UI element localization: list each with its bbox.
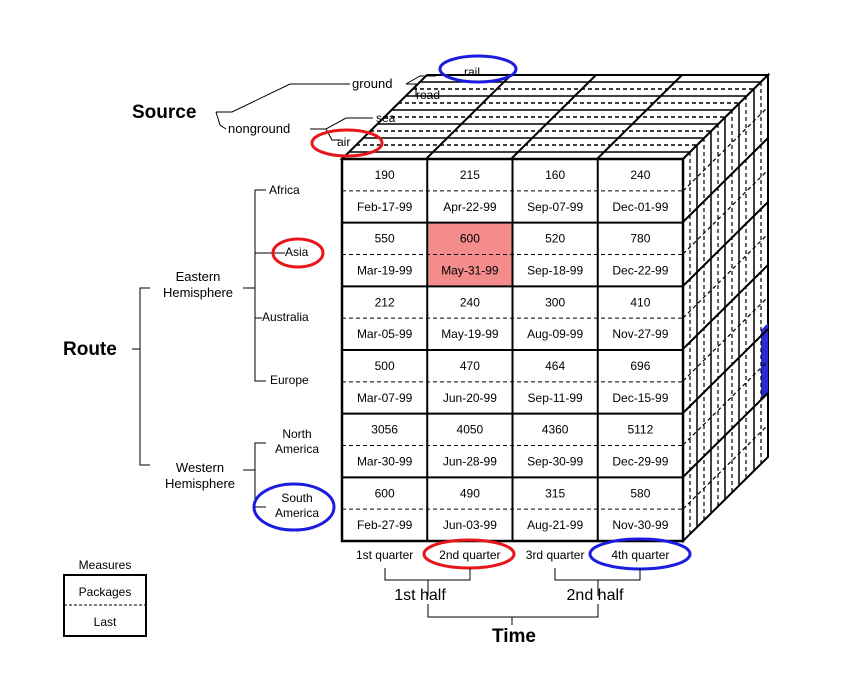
cell-packages-value: 500 bbox=[375, 359, 395, 373]
cell-last-date: Dec-01-99 bbox=[612, 200, 668, 214]
route-region-label: Australia bbox=[262, 310, 309, 324]
cell-packages-value: 600 bbox=[375, 486, 395, 500]
source-ground-label: ground bbox=[352, 76, 392, 91]
cell-packages-value: 160 bbox=[545, 168, 565, 182]
cell-last-date: May-31-99 bbox=[441, 264, 499, 278]
cell-last-date: Jun-03-99 bbox=[443, 518, 497, 532]
measures-legend: Measures Packages Last bbox=[63, 558, 147, 637]
air-highlight-ellipse bbox=[310, 128, 384, 158]
cell-last-date: Mar-07-99 bbox=[357, 391, 413, 405]
cell-packages-value: 5112 bbox=[627, 423, 653, 437]
q2-highlight-ellipse bbox=[422, 538, 516, 570]
source-title: Source bbox=[132, 102, 196, 123]
cell-last-date: Feb-27-99 bbox=[357, 518, 413, 532]
south-america-highlight-ellipse bbox=[252, 482, 336, 532]
cell-packages-value: 780 bbox=[630, 232, 650, 246]
cell-packages-value: 215 bbox=[460, 168, 480, 182]
cell-packages-value: 4050 bbox=[457, 423, 484, 437]
cell-last-date: Dec-15-99 bbox=[612, 391, 668, 405]
cell-packages-value: 300 bbox=[545, 295, 565, 309]
cell-last-date: Jun-28-99 bbox=[443, 455, 497, 469]
cell-last-date: Sep-11-99 bbox=[528, 391, 583, 405]
cell-packages-value: 190 bbox=[375, 168, 395, 182]
cell-packages-value: 470 bbox=[460, 359, 480, 373]
asia-highlight-ellipse bbox=[271, 237, 325, 269]
cell-packages-value: 490 bbox=[460, 486, 480, 500]
route-region-label: America bbox=[275, 506, 319, 520]
cell-last-date: Sep-18-99 bbox=[527, 264, 583, 278]
cell-packages-value: 580 bbox=[630, 486, 650, 500]
side-highlight-cell bbox=[761, 323, 768, 400]
time-dimension: 1st quarter 2nd quarter 3rd quarter 4th qua… bbox=[356, 537, 692, 647]
cell-last-date: Nov-27-99 bbox=[612, 327, 668, 341]
source-sea-label: sea bbox=[376, 111, 396, 125]
quarter-label: 1st quarter bbox=[356, 548, 413, 562]
cell-last-date: Dec-22-99 bbox=[612, 264, 668, 278]
route-region-label: Asia bbox=[285, 245, 309, 259]
source-air-label: air bbox=[337, 135, 350, 149]
cell-last-date: Dec-29-99 bbox=[612, 455, 668, 469]
cell-packages-value: 600 bbox=[460, 232, 480, 246]
source-rail-label: rail bbox=[464, 65, 480, 79]
quarter-label: 4th quarter bbox=[611, 548, 669, 562]
cell-packages-value: 410 bbox=[630, 295, 650, 309]
cell-packages-value: 520 bbox=[545, 232, 565, 246]
eastern-hemisphere-line1: Eastern bbox=[176, 269, 221, 284]
cell-last-date: Sep-07-99 bbox=[527, 200, 583, 214]
cell-last-date: Sep-30-99 bbox=[527, 455, 583, 469]
cell-packages-value: 240 bbox=[630, 168, 650, 182]
route-dimension: Route Eastern Hemisphere Western Hemisph… bbox=[63, 183, 336, 532]
half-1-label: 1st half bbox=[394, 587, 446, 604]
measure-packages: Packages bbox=[79, 585, 132, 599]
cell-last-date: May-19-99 bbox=[441, 327, 499, 341]
cell-packages-value: 4360 bbox=[542, 423, 569, 437]
quarter-label: 3rd quarter bbox=[526, 548, 585, 562]
cell-last-date: Apr-22-99 bbox=[443, 200, 497, 214]
route-region-label: South bbox=[281, 491, 312, 505]
rail-highlight-ellipse bbox=[438, 54, 518, 84]
western-hemisphere-line2: Hemisphere bbox=[165, 476, 235, 491]
cell-packages-value: 464 bbox=[545, 359, 565, 373]
cell-last-date: Jun-20-99 bbox=[443, 391, 497, 405]
western-hemisphere-line1: Western bbox=[176, 460, 224, 475]
source-dimension: Source ground nonground rail road sea ai… bbox=[132, 54, 518, 158]
cell-packages-value: 696 bbox=[630, 359, 650, 373]
eastern-hemisphere-line2: Hemisphere bbox=[163, 285, 233, 300]
cell-last-date: Feb-17-99 bbox=[357, 200, 413, 214]
route-region-label: North bbox=[282, 427, 311, 441]
cell-packages-value: 3056 bbox=[371, 423, 398, 437]
measure-last: Last bbox=[94, 615, 117, 629]
cell-packages-value: 550 bbox=[375, 232, 395, 246]
route-region-label: Africa bbox=[269, 183, 300, 197]
cell-packages-value: 315 bbox=[545, 486, 565, 500]
cell-packages-value: 212 bbox=[375, 295, 395, 309]
quarter-label: 2nd quarter bbox=[439, 548, 500, 562]
source-nonground-label: nonground bbox=[228, 121, 290, 136]
cell-last-date: Aug-21-99 bbox=[527, 518, 583, 532]
cell-last-date: Mar-19-99 bbox=[357, 264, 413, 278]
time-title: Time bbox=[492, 626, 536, 647]
cube-front-face: 190Feb-17-99215Apr-22-99160Sep-07-99240D… bbox=[340, 157, 685, 543]
route-region-label: Europe bbox=[270, 373, 309, 387]
source-road-label: road bbox=[416, 88, 440, 102]
cell-last-date: Aug-09-99 bbox=[527, 327, 583, 341]
cell-last-date: Mar-05-99 bbox=[357, 327, 413, 341]
measures-title: Measures bbox=[79, 558, 132, 572]
cell-last-date: Nov-30-99 bbox=[612, 518, 668, 532]
route-region-label: America bbox=[275, 442, 319, 456]
route-title: Route bbox=[63, 339, 117, 360]
cell-packages-value: 240 bbox=[460, 295, 480, 309]
cell-last-date: Mar-30-99 bbox=[357, 455, 413, 469]
half-2-label: 2nd half bbox=[567, 587, 624, 604]
